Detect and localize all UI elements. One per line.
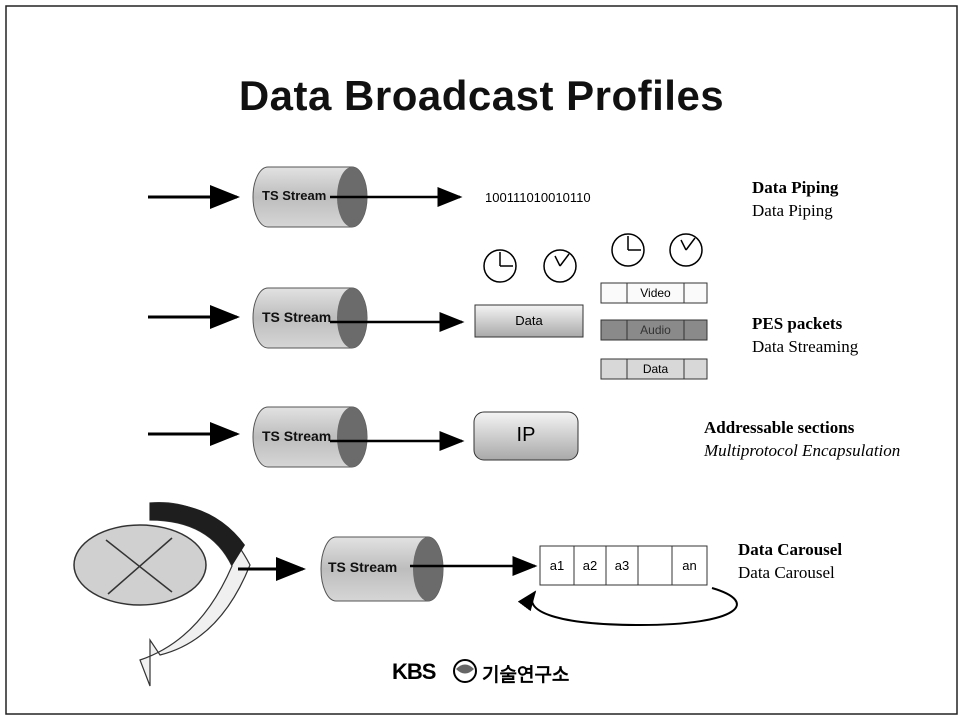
cylinder-label: TS Stream bbox=[262, 309, 332, 325]
profile-subtitle: Data Piping bbox=[752, 201, 833, 220]
carousel-cell: a3 bbox=[614, 558, 630, 573]
carousel-cell: an bbox=[682, 558, 697, 573]
video-label: Video bbox=[640, 286, 671, 300]
footer-logo-text: KBS bbox=[392, 659, 436, 684]
carousel-cells bbox=[539, 545, 708, 586]
profile-subtitle: Multiprotocol Encapsulation bbox=[704, 441, 901, 460]
ts-stream-cylinder-2 bbox=[252, 287, 368, 349]
carousel-loop-arrow bbox=[517, 587, 738, 627]
clock-icon bbox=[483, 249, 517, 283]
video-bar bbox=[600, 282, 708, 304]
profile-subtitle: Data Carousel bbox=[738, 563, 835, 582]
footer-org: 기술연구소 bbox=[482, 665, 570, 686]
profile-subtitle: Data Streaming bbox=[752, 337, 859, 356]
cylinder-label: TS Stream bbox=[328, 559, 398, 575]
profile-heading: PES packets bbox=[752, 314, 843, 333]
ip-label: IP bbox=[516, 424, 536, 446]
pes-data-label: Data bbox=[515, 313, 543, 328]
audio-label: Audio bbox=[640, 323, 671, 337]
data-bar bbox=[600, 358, 708, 380]
bit-sequence: 100111010010110 bbox=[485, 190, 591, 205]
slide-border bbox=[5, 5, 958, 715]
audio-bar bbox=[600, 319, 708, 341]
cylinder-label: TS Stream bbox=[262, 428, 332, 444]
profile-heading: Data Piping bbox=[752, 178, 839, 197]
ts-stream-cylinder-4 bbox=[320, 536, 444, 602]
carousel-cell: a2 bbox=[582, 558, 598, 573]
carousel-cell: a1 bbox=[549, 558, 565, 573]
clock-icon bbox=[611, 233, 645, 267]
profile-heading: Data Carousel bbox=[738, 540, 843, 559]
clock-icon bbox=[669, 233, 703, 267]
clock-icon bbox=[543, 249, 577, 283]
pes-data-packet bbox=[474, 304, 584, 338]
ts-stream-cylinder-3 bbox=[252, 406, 368, 468]
profile-heading: Addressable sections bbox=[704, 418, 855, 437]
cylinder-label: TS Stream bbox=[262, 188, 327, 203]
data-label: Data bbox=[642, 362, 669, 376]
carousel-disc-icon bbox=[73, 502, 251, 687]
page-title: Data Broadcast Profiles bbox=[238, 72, 725, 119]
kbs-logo-icon bbox=[453, 659, 477, 683]
ip-packet bbox=[473, 411, 579, 461]
